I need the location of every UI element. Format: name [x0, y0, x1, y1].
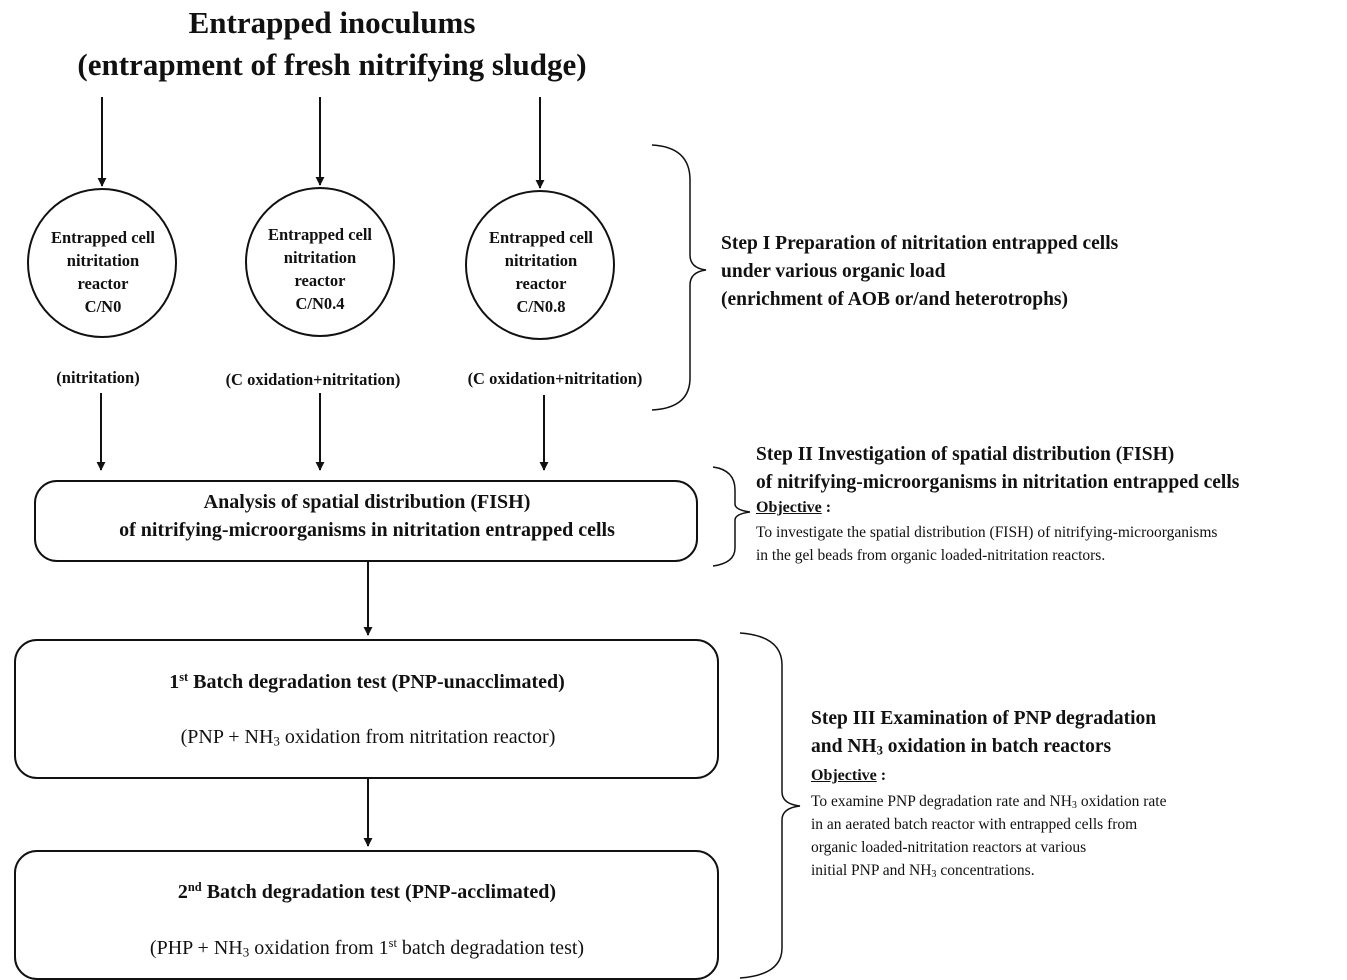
- reactor-cn08-label: Entrapped cell nitritation reactor C/N0.…: [489, 226, 593, 318]
- batch2-sub-superscript: st: [388, 936, 397, 951]
- fish-box-line2: of nitrifying-microorganisms in nitritat…: [119, 519, 615, 541]
- step2-heading: Step II Investigation of spatial distrib…: [756, 441, 1239, 497]
- step3-brace: [739, 632, 801, 979]
- step1-line2: under various organic load: [721, 261, 946, 282]
- reactor-cn08-ratio: C/N0.8: [516, 297, 566, 316]
- diagram-title-line2: (entrapment of fresh nitrifying sludge): [77, 47, 587, 82]
- step2-objective-label: Objective :: [756, 499, 831, 517]
- step1-description: Step I Preparation of nitritation entrap…: [721, 230, 1118, 314]
- reactor-cn04-ratio: C/N0.4: [295, 294, 345, 313]
- reactor-cn04-label: Entrapped cell nitritation reactor C/N0.…: [268, 223, 372, 315]
- step1-heading: Step I Preparation of nitritation entrap…: [721, 233, 1119, 254]
- batch1-sub-subscript: 3: [273, 733, 280, 749]
- reactor-cn08-line1: Entrapped cell: [488, 228, 594, 247]
- step3-objective-line1-part1: To examine PNP degradation rate and NH: [811, 793, 1072, 810]
- reactor-cn08-line3: reactor: [515, 274, 567, 293]
- fish-analysis-box: [34, 480, 698, 562]
- step3-objective-line1: To examine PNP degradation rate and NH3 …: [811, 790, 1166, 813]
- step2-brace: [712, 466, 751, 567]
- batch2-ordinal-suffix: nd: [187, 880, 202, 895]
- step2-objective-word: Objective: [756, 499, 822, 516]
- batch1-title: 1st Batch degradation test (PNP-unacclim…: [169, 671, 565, 694]
- reactor-cn04-process: (C oxidation+nitritation): [225, 370, 401, 389]
- step1-line3: (enrichment of AOB or/and heterotrophs): [721, 289, 1069, 310]
- batch1-subtitle: (PNP + NH3 oxidation from nitritation re…: [181, 726, 556, 749]
- step2-heading-line1: Step II Investigation of spatial distrib…: [756, 444, 1175, 465]
- step3-heading: Step III Examination of PNP degradation …: [811, 705, 1156, 761]
- step3-heading-line2: and NH3 oxidation in batch reactors: [811, 733, 1156, 761]
- step2-heading-line2: of nitrifying-microorganisms in nitritat…: [756, 472, 1240, 493]
- reactor-cn04-line3: reactor: [294, 271, 346, 290]
- step2-objective-line2: in the gel beads from organic loaded-nit…: [756, 547, 1106, 564]
- batch2-title-text: Batch degradation test (PNP-acclimated): [201, 881, 557, 903]
- step3-objective-label: Objective :: [811, 767, 886, 785]
- batch2-sub-part1: (PHP + NH: [149, 937, 243, 959]
- step3-objective-text: To examine PNP degradation rate and NH3 …: [811, 790, 1166, 882]
- step2-objective-text: To investigate the spatial distribution …: [756, 521, 1217, 567]
- reactor-cn0-ratio: C/N0: [84, 297, 122, 316]
- step3-objective-line1-subscript: 3: [1071, 800, 1077, 811]
- batch2-subtitle: (PHP + NH3 oxidation from 1st batch degr…: [150, 937, 584, 960]
- batch2-ordinal: 2: [177, 881, 188, 903]
- batch1-ordinal-suffix: st: [179, 670, 189, 685]
- step3-objective-line3: organic loaded-nitritation reactors at v…: [811, 839, 1087, 856]
- step3-heading-part1: and NH: [811, 736, 877, 757]
- step3-heading-line1: Step III Examination of PNP degradation: [811, 708, 1157, 729]
- step3-objective-line4-part1: initial PNP and NH: [811, 862, 932, 879]
- fish-box-text: Analysis of spatial distribution (FISH) …: [119, 488, 615, 544]
- diagram-title-line1: Entrapped inoculums: [188, 5, 476, 40]
- step3-objective-line1-part2: oxidation rate: [1076, 793, 1167, 810]
- step3-objective-line4-part2: concentrations.: [936, 862, 1035, 879]
- batch1-box: [14, 639, 719, 779]
- step3-objective-colon: :: [876, 767, 887, 784]
- reactor-cn0-process: (nitritation): [56, 368, 140, 387]
- reactor-cn0-line3: reactor: [77, 274, 129, 293]
- step3-objective-word: Objective: [811, 767, 877, 784]
- reactor-cn0-label: Entrapped cell nitritation reactor C/N0: [51, 226, 155, 318]
- step3-heading-part2: oxidation in batch reactors: [882, 736, 1112, 757]
- reactor-cn0-circle: [27, 188, 177, 338]
- step1-brace: [651, 144, 707, 411]
- step2-objective-line1: To investigate the spatial distribution …: [756, 524, 1218, 541]
- reactor-cn04-line2: nitritation: [283, 248, 357, 267]
- reactor-cn08-circle: [465, 190, 615, 340]
- batch2-box: [14, 850, 719, 980]
- fish-box-line1: Analysis of spatial distribution (FISH): [203, 491, 531, 513]
- reactor-cn0-line1: Entrapped cell: [50, 228, 156, 247]
- batch2-sub-subscript: 3: [242, 944, 250, 960]
- batch1-sub-part1: (PNP + NH: [180, 726, 274, 748]
- reactor-cn04-circle: [245, 187, 395, 337]
- reactor-cn08-process: (C oxidation+nitritation): [467, 369, 643, 388]
- step3-heading-subscript: 3: [876, 743, 883, 758]
- step2-objective-colon: :: [821, 499, 832, 516]
- batch1-title-text: Batch degradation test (PNP-unacclimated…: [188, 671, 565, 693]
- batch1-sub-part2: oxidation from nitritation reactor): [279, 726, 556, 748]
- batch2-sub-part2: oxidation from 1: [249, 937, 389, 959]
- batch1-ordinal: 1: [169, 671, 180, 693]
- step3-objective-line2: in an aerated batch reactor with entrapp…: [811, 816, 1138, 833]
- batch2-title: 2nd Batch degradation test (PNP-acclimat…: [178, 881, 556, 904]
- reactor-cn0-line2: nitritation: [66, 251, 140, 270]
- step3-objective-line4-subscript: 3: [931, 869, 937, 880]
- step3-objective-line4: initial PNP and NH3 concentrations.: [811, 859, 1166, 882]
- reactor-cn04-line1: Entrapped cell: [267, 225, 373, 244]
- reactor-cn08-line2: nitritation: [504, 251, 578, 270]
- batch2-sub-part3: batch degradation test): [396, 937, 585, 959]
